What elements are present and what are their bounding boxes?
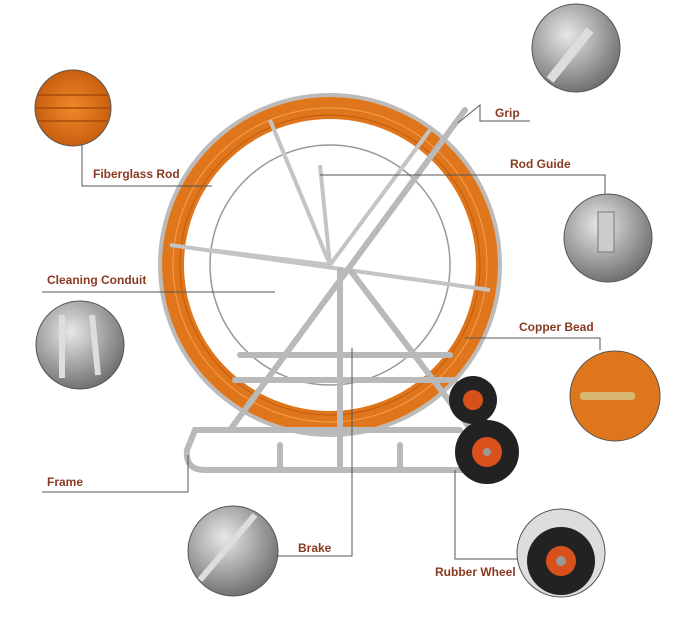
frame — [183, 107, 478, 473]
label-cleaning-conduit: Cleaning Conduit — [47, 273, 147, 287]
label-brake: Brake — [298, 541, 332, 555]
label-grip: Grip — [495, 106, 520, 120]
wheels — [449, 376, 519, 484]
label-rod-guide: Rod Guide — [510, 157, 571, 171]
label-fiberglass-rod: Fiberglass Rod — [93, 167, 180, 181]
label-copper-bead: Copper Bead — [519, 320, 594, 334]
callout-cleaning-conduit — [35, 300, 125, 390]
callout-rod-guide — [563, 193, 653, 283]
reel — [158, 93, 502, 437]
callout-fiberglass-rod — [34, 69, 112, 147]
callout-brake — [187, 505, 279, 597]
label-frame: Frame — [47, 475, 84, 489]
callout-rubber-wheel — [516, 508, 606, 598]
callout-grip — [531, 3, 621, 93]
label-rubber-wheel: Rubber Wheel — [435, 565, 516, 579]
callout-copper-bead — [569, 350, 661, 442]
